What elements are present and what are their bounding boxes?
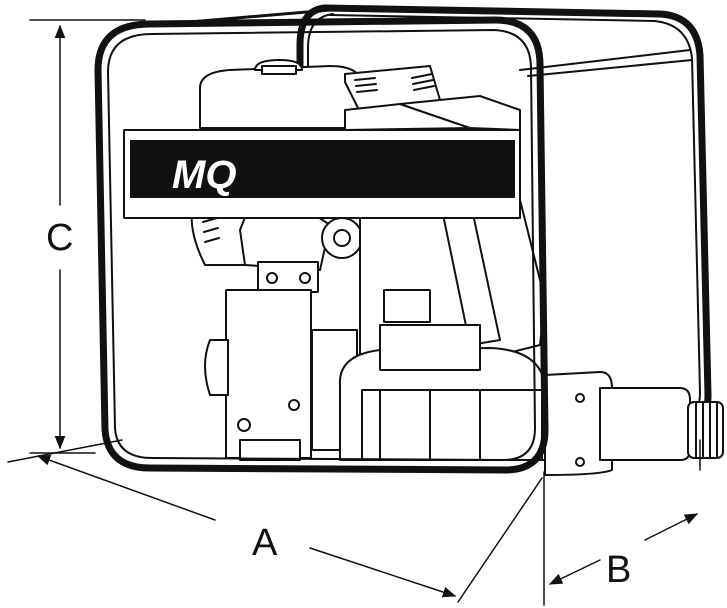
pump-body bbox=[204, 199, 724, 476]
cooling-fins bbox=[354, 73, 435, 93]
dimension-b: B bbox=[543, 439, 701, 606]
front-frame bbox=[94, 16, 549, 474]
dimension-a-label: A bbox=[252, 522, 278, 564]
engine bbox=[190, 59, 521, 293]
hose-coupling-threads bbox=[687, 401, 724, 459]
dimension-c-label: C bbox=[46, 217, 73, 259]
brand-band: MQ bbox=[123, 129, 521, 219]
dimension-b-label: B bbox=[606, 549, 631, 591]
dimension-c: C bbox=[29, 19, 146, 454]
brand-logo: MQ bbox=[172, 153, 236, 197]
dimension-a: A bbox=[7, 439, 543, 603]
